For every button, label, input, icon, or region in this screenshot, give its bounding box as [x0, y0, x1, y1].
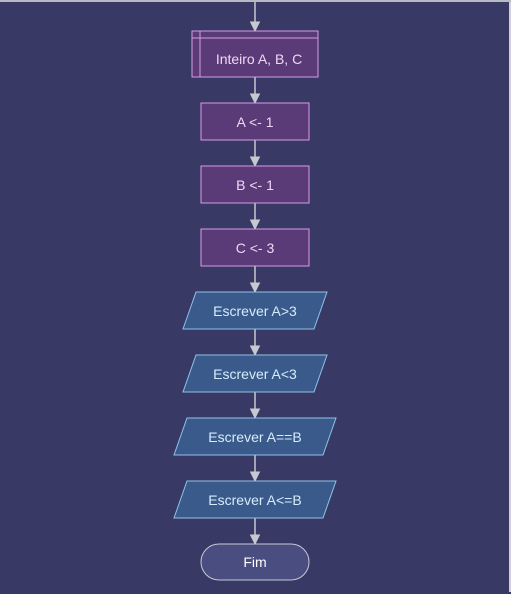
write-4-node[interactable]: Escrever A<=B [173, 480, 337, 519]
assign-b-node[interactable]: B <- 1 [200, 165, 310, 204]
write-4-label: Escrever A<=B [208, 492, 301, 508]
write-3-label: Escrever A==B [208, 429, 301, 445]
assign-a-label: A <- 1 [237, 114, 274, 130]
assign-b-label: B <- 1 [236, 177, 274, 193]
declaration-label: Inteiro A, B, C [216, 51, 302, 67]
end-node[interactable]: Fim [200, 543, 310, 581]
end-label: Fim [243, 554, 266, 570]
write-2-label: Escrever A<3 [213, 366, 297, 382]
declaration-node[interactable]: Inteiro A, B, C [191, 30, 319, 78]
assign-c-node[interactable]: C <- 3 [200, 228, 310, 267]
write-2-node[interactable]: Escrever A<3 [182, 354, 328, 393]
assign-a-node[interactable]: A <- 1 [200, 102, 310, 141]
write-1-label: Escrever A>3 [213, 303, 297, 319]
write-3-node[interactable]: Escrever A==B [173, 417, 337, 456]
write-1-node[interactable]: Escrever A>3 [182, 291, 328, 330]
canvas-border [509, 2, 511, 592]
assign-c-label: C <- 3 [236, 240, 275, 256]
